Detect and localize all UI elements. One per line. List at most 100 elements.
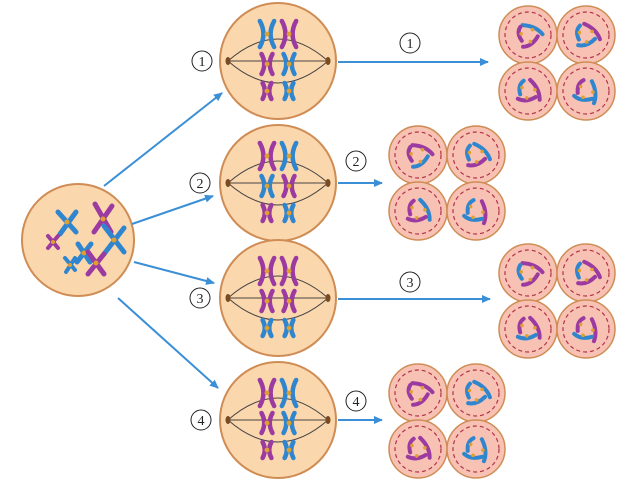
chromosome-icon <box>260 80 274 102</box>
chromosome-icon <box>516 24 524 43</box>
chromosome-icon <box>63 256 77 274</box>
daughter-cell <box>446 181 506 241</box>
chromosome-icon <box>575 316 586 333</box>
chromosome-icon <box>515 333 538 341</box>
label-row2-arrow: 2 <box>353 155 360 170</box>
daughter-cell <box>446 363 506 423</box>
nucleus-membrane <box>394 369 442 417</box>
chromosome-icon <box>407 198 416 217</box>
chromosome-icon <box>576 36 598 48</box>
nucleus-membrane <box>394 425 442 473</box>
chromosome-icon <box>517 78 526 97</box>
chromosome-icon <box>259 288 275 314</box>
chromosome-icon <box>462 213 484 222</box>
chromosome-icon <box>260 439 274 461</box>
chromosome-icon <box>520 23 545 37</box>
chromosome-icon <box>411 154 430 169</box>
nucleus-membrane <box>562 305 610 353</box>
chromosome-icon <box>406 144 414 163</box>
spindle-fiber <box>227 38 329 62</box>
daughter-cell <box>556 299 616 359</box>
chromosome-icon <box>465 381 472 400</box>
chromosome-icon <box>418 435 432 460</box>
chromosome-icon <box>528 315 542 340</box>
label-circle <box>190 409 212 431</box>
nucleus-membrane <box>504 305 552 353</box>
chromosome-icon <box>405 215 428 223</box>
chromosome-icon <box>74 241 94 265</box>
arrow-right-icon <box>103 92 223 187</box>
arrow-right-icon <box>117 297 219 389</box>
chromosome-icon <box>466 156 488 168</box>
chromosome-icon <box>259 410 275 436</box>
chromosome-icon <box>582 259 602 280</box>
chromosome-icon <box>516 262 524 281</box>
chromosome-icon <box>282 80 296 102</box>
chromosome-icon <box>462 451 484 460</box>
chromosome-icon <box>517 316 526 335</box>
chromosome-icon <box>479 437 488 464</box>
daughter-cell <box>388 125 448 185</box>
centrosome-icon <box>325 179 331 187</box>
parent-cell <box>21 183 135 297</box>
daughter-cell <box>498 299 558 359</box>
spindle-fiber <box>227 397 329 421</box>
chromosome-icon <box>279 18 299 50</box>
label-circle <box>189 287 211 309</box>
daughter-group-1 <box>498 5 616 121</box>
chromosome-icon <box>465 436 476 453</box>
chromosome-icon <box>521 272 540 287</box>
chromosome-icon <box>282 317 296 339</box>
arrow-right-icon <box>133 261 215 285</box>
spindle-fiber <box>227 419 329 443</box>
label-circle <box>189 172 211 194</box>
nucleus-membrane <box>562 11 610 59</box>
daughter-cell <box>498 61 558 121</box>
chromosome-icon <box>576 274 598 286</box>
parent-arrows <box>103 92 223 389</box>
parent-chromosomes <box>46 201 127 277</box>
label-row1-arrow: 1 <box>407 37 414 52</box>
chromosome-icon <box>572 93 594 102</box>
nucleus-membrane <box>452 187 500 235</box>
label-row1-mid: 1 <box>199 55 206 70</box>
centrosome-icon <box>325 294 331 302</box>
daughter-cell <box>388 419 448 479</box>
chromosome-icon <box>575 78 586 95</box>
chromosome-icon <box>575 261 582 280</box>
metaphase-cell-2 <box>219 124 337 242</box>
metaphase-cells <box>219 2 337 479</box>
daughter-group-2 <box>388 125 506 241</box>
centrosome-icon <box>225 179 231 187</box>
chromosome-icon <box>410 381 435 395</box>
chromosome-icon <box>259 51 275 77</box>
metaphase-cell-1 <box>219 2 337 120</box>
daughter-cell <box>556 243 616 303</box>
label-circle <box>345 390 367 412</box>
daughter-cells <box>388 5 616 479</box>
daughter-cell <box>556 61 616 121</box>
label-row4-mid: 4 <box>198 414 205 429</box>
nucleus-membrane <box>394 131 442 179</box>
daughter-cell <box>498 243 558 303</box>
chromosome-icon <box>520 261 545 275</box>
nucleus-membrane <box>562 249 610 297</box>
chromosome-icon <box>466 394 488 406</box>
chromosome-icon <box>101 223 127 257</box>
chromosome-icon <box>279 255 299 287</box>
daughter-group-3 <box>498 243 616 359</box>
daughter-cell <box>388 363 448 423</box>
spindle-fiber <box>227 160 329 184</box>
chromosome-icon <box>406 382 414 401</box>
chromosome-icon <box>589 317 598 344</box>
chromosome-icon <box>85 249 107 277</box>
chromosome-icon <box>281 173 297 199</box>
chromosome-icon <box>282 202 296 224</box>
label-circle <box>191 50 213 72</box>
chromosome-icon <box>472 141 492 162</box>
chromosome-icon <box>279 140 299 172</box>
label-row4-arrow: 4 <box>353 395 360 410</box>
daughter-cell <box>446 419 506 479</box>
chromosome-icon <box>257 140 277 172</box>
